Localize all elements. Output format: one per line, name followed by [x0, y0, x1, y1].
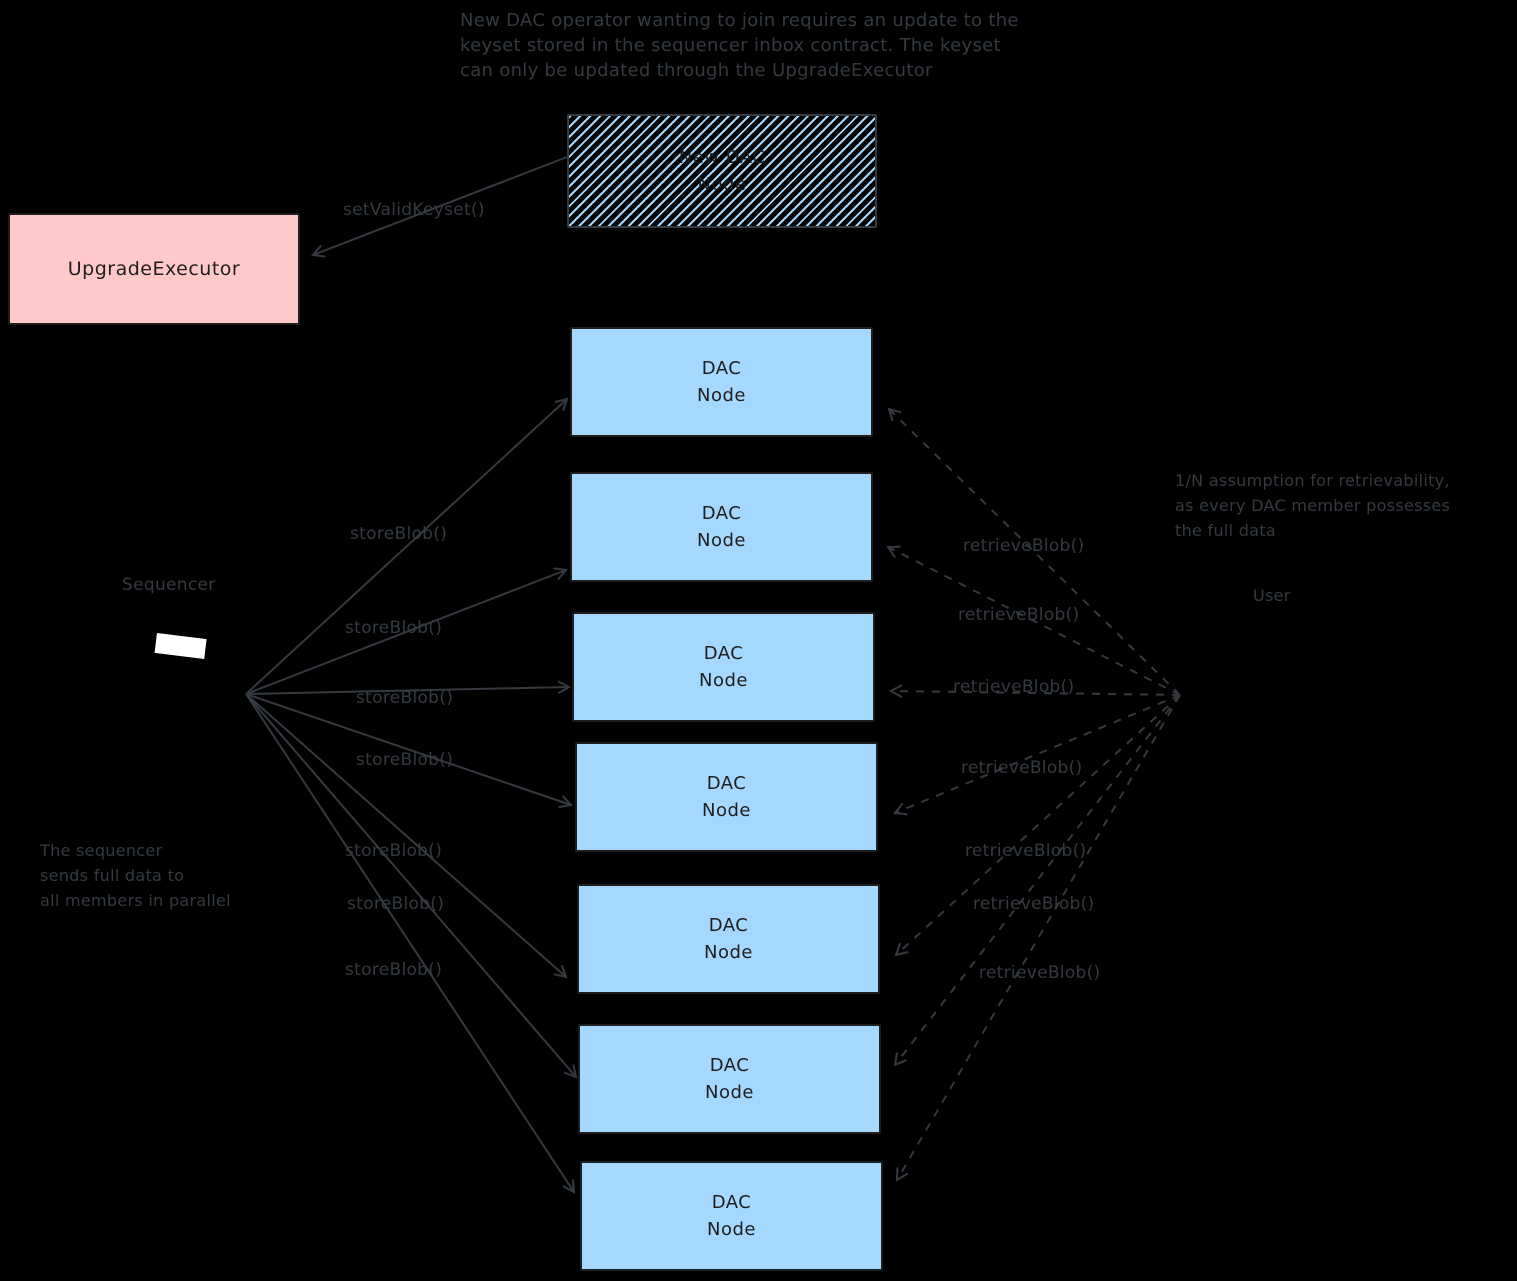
store-blob-label-1: storeBlob() [350, 524, 448, 544]
dac-node-label: DAC Node [702, 770, 751, 824]
dac-node-box-2: DAC Node [570, 472, 873, 582]
retrieve-blob-arrow-3 [888, 684, 1181, 699]
dac-node-label-line: Node [707, 1219, 756, 1240]
note-line: keyset stored in the sequencer inbox con… [460, 35, 1001, 56]
note-line: the full data [1175, 521, 1277, 540]
retrieve-blob-label-2: retrieveBlob() [958, 605, 1080, 625]
upgrade-executor-box: UpgradeExecutor [8, 213, 300, 325]
retrieve-blob-label-6: retrieveBlob() [973, 894, 1095, 914]
dac-node-box-3: DAC Node [572, 612, 875, 722]
new-dac-node-box: New DAC Node [567, 114, 877, 228]
set-valid-keyset-label: setValidKeyset() [343, 200, 485, 220]
note-line: 1/N assumption for retrievability, [1175, 471, 1450, 490]
dac-node-label-line: Node [699, 670, 748, 691]
dac-node-label-line: Node [697, 530, 746, 551]
store-blob-arrow-4 [245, 693, 573, 809]
note-line: all members in parallel [40, 891, 231, 910]
retrieve-blob-arrow-5 [894, 694, 1181, 957]
retrieve-blob-arrow-7 [895, 694, 1181, 1182]
dac-node-label-line: DAC [709, 1055, 750, 1076]
dac-node-label-line: Node [702, 800, 751, 821]
dac-node-label-line: Node [704, 942, 753, 963]
dac-node-label: DAC Node [707, 1189, 756, 1243]
dac-node-box-1: DAC Node [570, 327, 873, 437]
dac-node-box-5: DAC Node [577, 884, 880, 994]
dac-node-label-line: DAC [703, 643, 744, 664]
dac-node-label-line: DAC [701, 503, 742, 524]
user-label: User [1253, 586, 1291, 605]
set-valid-keyset-arrow [311, 156, 568, 258]
store-blob-label-7: storeBlob() [345, 960, 443, 980]
store-blob-arrow-6 [245, 693, 578, 1079]
retrieve-blob-label-5: retrieveBlob() [965, 841, 1087, 861]
retrieve-blob-arrow-4 [893, 694, 1181, 816]
dac-node-label-line: DAC [708, 915, 749, 936]
store-blob-arrow-7 [245, 693, 576, 1194]
dac-node-label-line: Node [705, 1082, 754, 1103]
dac-node-label-line: Node [697, 385, 746, 406]
retrieve-blob-arrow-6 [893, 694, 1181, 1067]
dac-node-box-7: DAC Node [580, 1161, 883, 1271]
note-line: New DAC operator wanting to join require… [460, 10, 1019, 31]
dac-node-box-6: DAC Node [578, 1024, 881, 1134]
dac-node-box-4: DAC Node [575, 742, 878, 852]
store-blob-label-3: storeBlob() [356, 688, 454, 708]
retrieve-blob-label-1: retrieveBlob() [963, 536, 1085, 556]
retrieve-blob-label-3: retrieveBlob() [953, 677, 1075, 697]
dac-node-label: DAC Node [705, 1052, 754, 1106]
dac-node-label-line: DAC [701, 358, 742, 379]
note-line: The sequencer [40, 841, 163, 860]
store-blob-arrow-5 [245, 693, 568, 979]
sequencer-label: Sequencer [122, 575, 216, 595]
new-dac-node-label: New DAC Node [679, 144, 766, 198]
dac-node-label-line: DAC [706, 773, 747, 794]
dac-node-label: DAC Node [697, 355, 746, 409]
note-line: can only be updated through the UpgradeE… [460, 60, 933, 81]
note-sequencer-parallel: The sequencer sends full data to all mem… [40, 838, 231, 913]
store-blob-label-6: storeBlob() [347, 894, 445, 914]
store-blob-label-4: storeBlob() [356, 750, 454, 770]
retrieve-blob-arrow-2 [886, 545, 1181, 696]
note-line: sends full data to [40, 866, 185, 885]
store-blob-arrow-1 [245, 397, 569, 695]
store-blob-arrow-3 [245, 680, 572, 695]
store-blob-label-5: storeBlob() [345, 841, 443, 861]
new-dac-node-label-line: New DAC [678, 147, 766, 168]
note-line: as every DAC member possesses [1175, 496, 1451, 515]
store-blob-label-2: storeBlob() [345, 618, 443, 638]
note-keyset-update: New DAC operator wanting to join require… [460, 8, 1019, 83]
dac-node-label-line: DAC [711, 1192, 752, 1213]
upgrade-executor-label: UpgradeExecutor [67, 258, 241, 280]
note-retrievability: 1/N assumption for retrievability, as ev… [1175, 468, 1450, 543]
new-dac-node-label-line: Node [697, 174, 747, 195]
dac-node-label: DAC Node [699, 640, 748, 694]
store-blob-arrow-2 [245, 567, 568, 695]
dac-node-label: DAC Node [697, 500, 746, 554]
dac-node-label: DAC Node [704, 912, 753, 966]
retrieve-blob-label-4: retrieveBlob() [961, 758, 1083, 778]
retrieve-blob-label-7: retrieveBlob() [979, 963, 1101, 983]
retrieve-blob-arrow-1 [887, 407, 1181, 696]
